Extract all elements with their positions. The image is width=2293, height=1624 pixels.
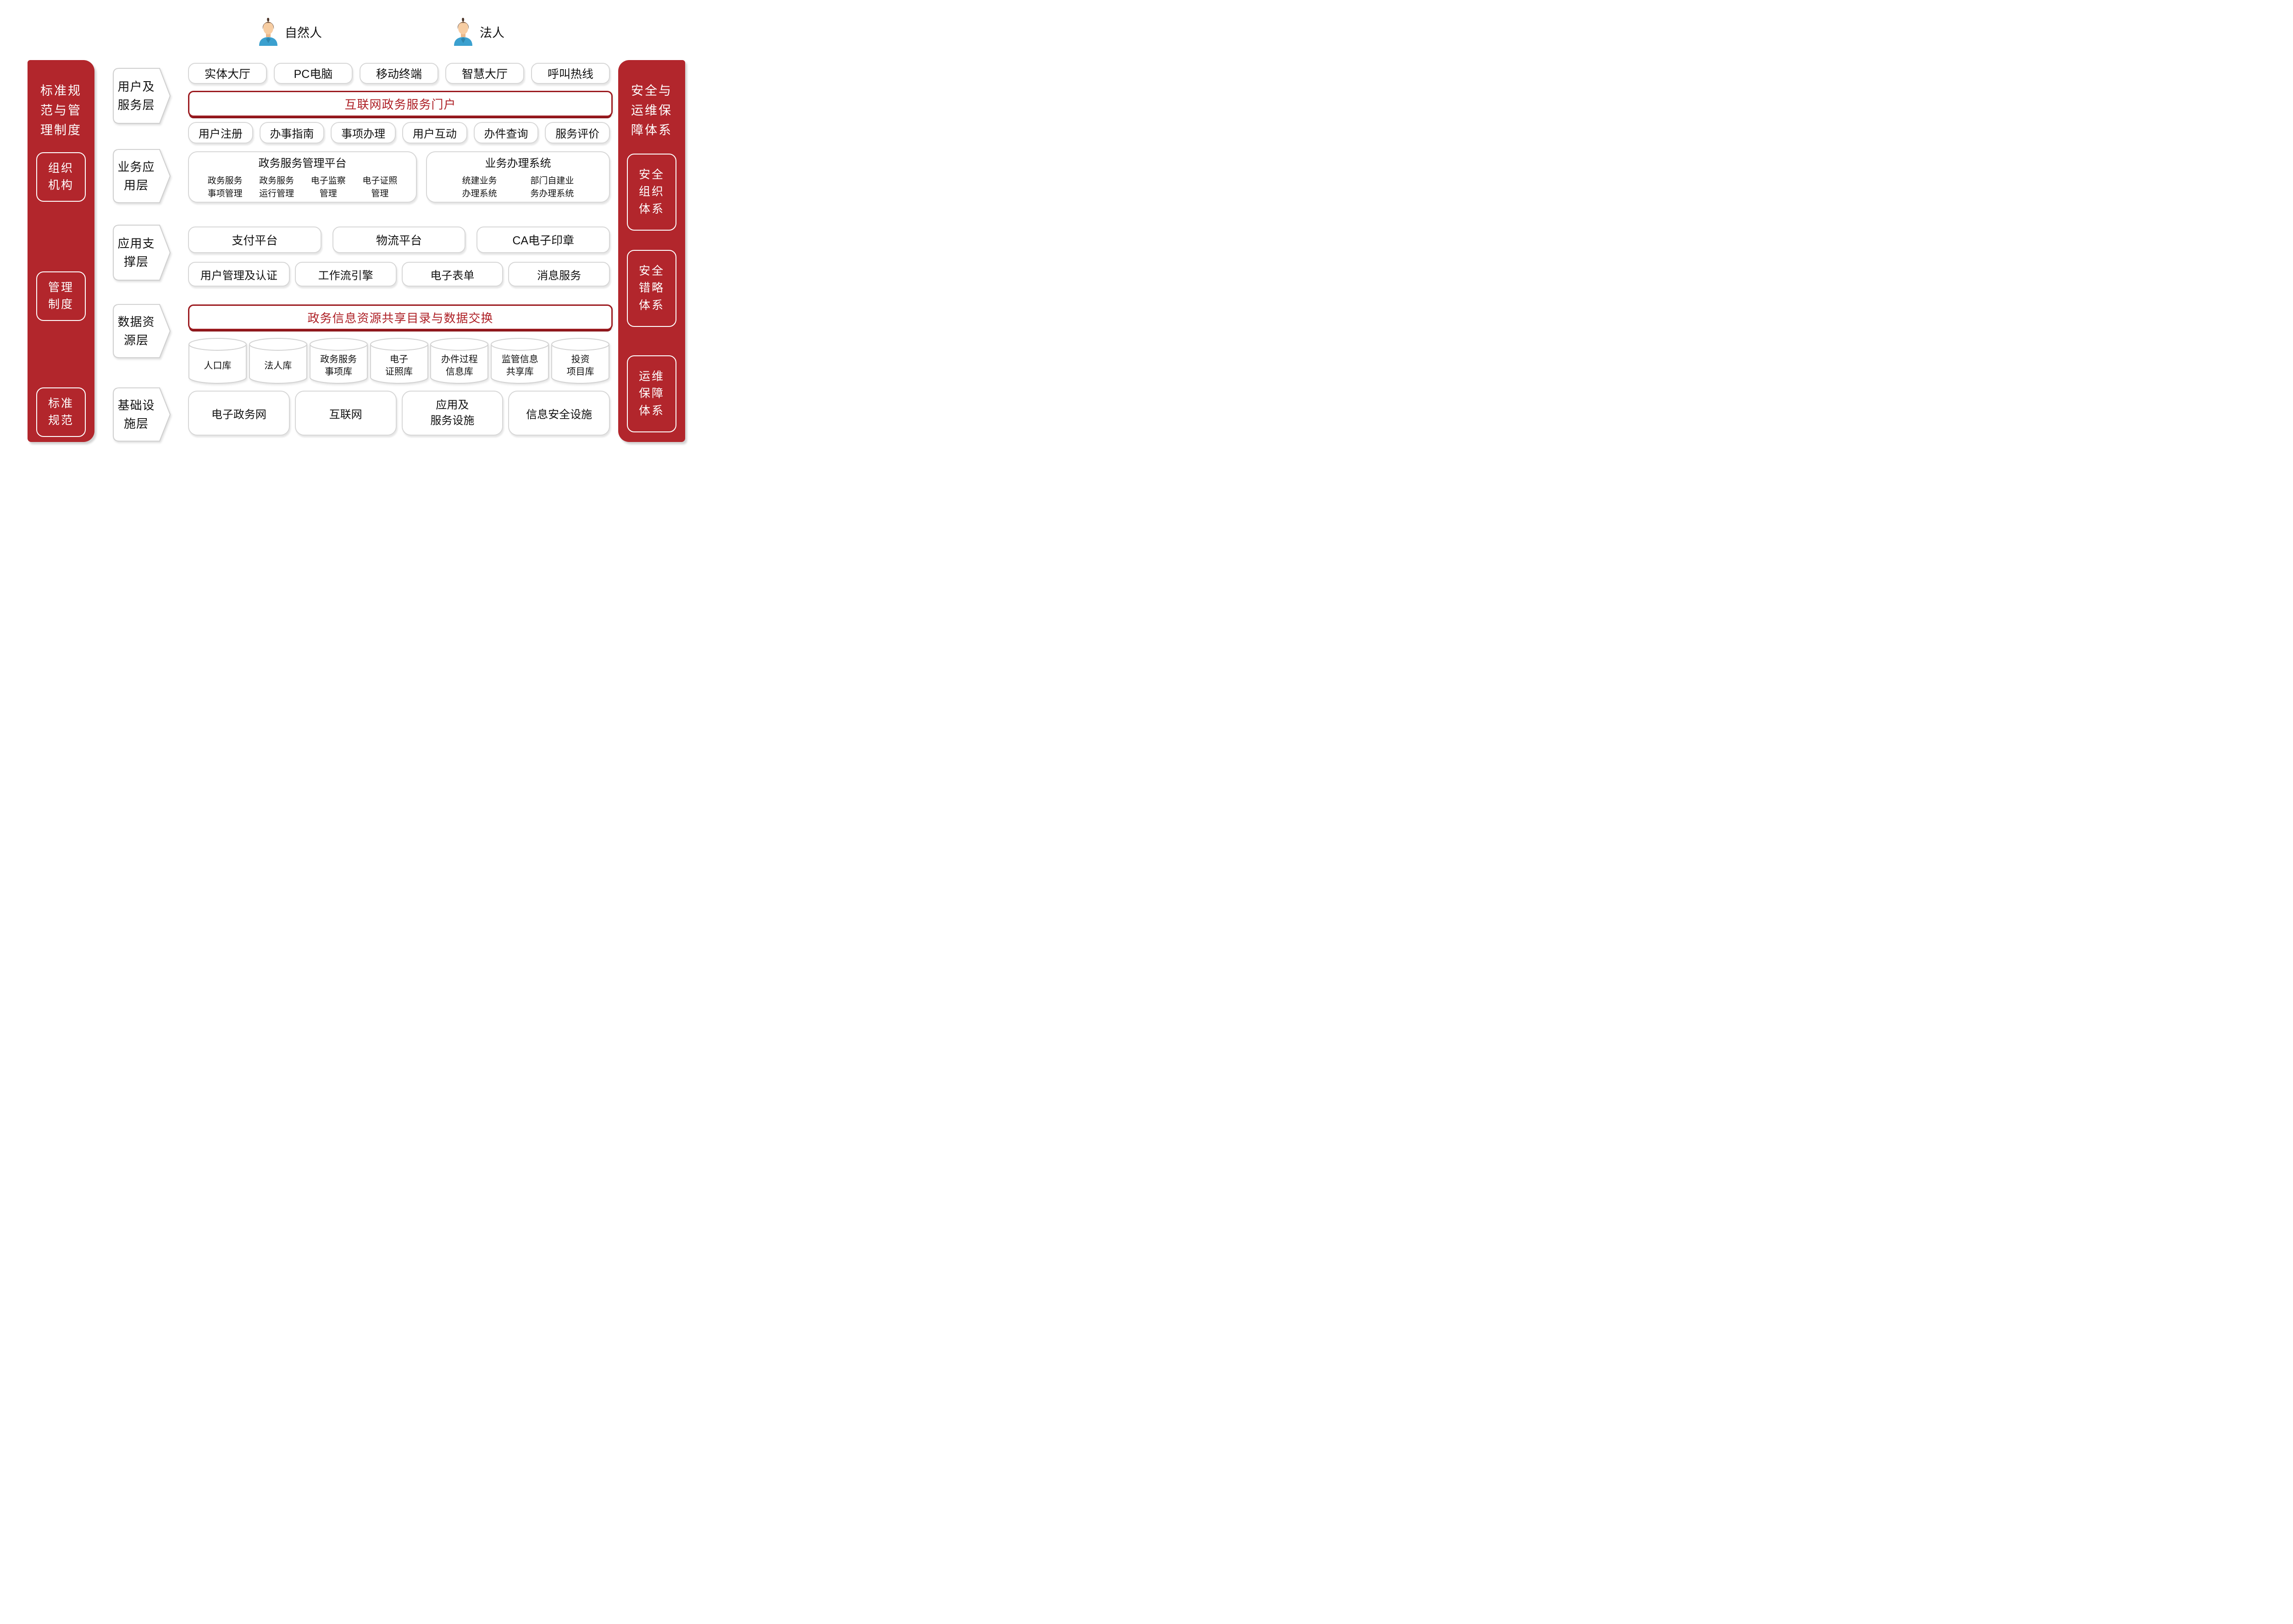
business-layer-row: 政务服务管理平台 政务服务 事项管理 政务服务 运行管理 电子监察 管理 电子证…	[188, 151, 610, 203]
callout-arrow-shape	[113, 304, 171, 358]
sidebar-item-security-strategy: 安全 错略 体系	[627, 250, 676, 327]
sidebar-item-standards: 标准 规范	[36, 387, 86, 437]
database-row: 人口库 法人库 政务服务 事项库 电子 证照库	[188, 337, 610, 384]
db-label: 人口库	[204, 360, 232, 371]
cylinder-shape	[188, 338, 247, 384]
function-service-guide: 办事指南	[259, 122, 325, 144]
db-label: 投资 项目库	[566, 354, 594, 377]
actor-label: 法人	[480, 26, 504, 40]
person-icon	[454, 18, 472, 46]
cylinder-shape	[430, 338, 489, 384]
db-service-matters: 政务服务 事项库	[309, 337, 368, 384]
platform-items: 政务服务 事项管理 政务服务 运行管理 电子监察 管理 电子证照 管理	[191, 175, 414, 200]
cylinder-shape	[249, 338, 307, 384]
db-e-license: 电子 证照库	[370, 337, 429, 384]
architecture-diagram: 自然人 法人 标准规 范与管 理制度 组织 机构 管理 制度 标准 规范 安全与…	[0, 0, 711, 483]
channel-physical-hall: 实体大厅	[188, 63, 267, 84]
portal-bar: 互联网政务服务门户	[188, 91, 613, 117]
db-label: 办件过程 信息库	[441, 354, 478, 377]
actor-legal-person: 法人	[453, 17, 504, 46]
right-sidebar-title: 安全与 运维保 障体系	[631, 84, 672, 138]
layer-label-text: 应用支 撑层	[117, 236, 155, 269]
channel-mobile: 移动终端	[360, 63, 438, 84]
channel-call-hotline: 呼叫热线	[531, 63, 610, 84]
system-items: 统建业务 办理系统 部门自建业 务办理系统	[429, 175, 607, 200]
cylinder-shape	[370, 338, 428, 384]
function-user-register: 用户注册	[188, 122, 253, 144]
sidebar-item-security-org: 安全 组织 体系	[627, 154, 676, 231]
db-legal-person: 法人库	[249, 337, 308, 384]
infra-internet: 互联网	[294, 391, 397, 436]
channel-row: 实体大厅 PC电脑 移动终端 智慧大厅 呼叫热线	[188, 63, 610, 84]
function-case-query: 办件查询	[473, 122, 539, 144]
channel-pc: PC电脑	[274, 63, 353, 84]
infrastructure-row: 电子政务网 互联网 应用及 服务设施 信息安全设施	[188, 391, 610, 436]
business-handling-system: 业务办理系统 统建业务 办理系统 部门自建业 务办理系统	[426, 151, 610, 203]
sidebar-item-organization: 组织 机构	[36, 152, 86, 202]
db-label: 法人库	[264, 360, 292, 371]
layer-label-business-app: 业务应 用层	[112, 149, 171, 203]
layer-label-user-service: 用户及 服务层	[112, 68, 171, 124]
support-payment-platform: 支付平台	[188, 226, 321, 253]
channel-smart-hall: 智慧大厅	[445, 63, 524, 84]
platform-item-service-operation: 政务服务 运行管理	[259, 176, 294, 199]
gov-service-management-platform: 政务服务管理平台 政务服务 事项管理 政务服务 运行管理 电子监察 管理 电子证…	[188, 151, 417, 203]
layer-label-text: 用户及 服务层	[117, 79, 155, 112]
actor-label: 自然人	[285, 26, 322, 40]
layer-label-infrastructure: 基础设 施层	[112, 387, 171, 442]
left-sidebar-title: 标准规 范与管 理制度	[40, 84, 82, 138]
actor-natural-person: 自然人	[258, 17, 322, 46]
support-workflow-engine: 工作流引擎	[294, 262, 397, 287]
callout-arrow-shape	[113, 68, 171, 124]
system-item-unified: 统建业务 办理系统	[462, 176, 497, 199]
system-item-department: 部门自建业 务办理系统	[530, 176, 574, 199]
layer-label-app-support: 应用支 撑层	[112, 225, 171, 281]
system-title: 业务办理系统	[485, 157, 551, 170]
callout-arrow-shape	[113, 149, 171, 203]
data-exchange-bar: 政务信息资源共享目录与数据交换	[188, 304, 613, 330]
db-investment-project: 投资 项目库	[551, 337, 610, 384]
right-sidebar-security-ops: 安全与 运维保 障体系 安全 组织 体系 安全 错略 体系 运维 保障 体系	[618, 60, 685, 442]
callout-arrow-shape	[113, 225, 171, 281]
layer-label-text: 基础设 施层	[117, 398, 155, 431]
support-row-1: 支付平台 物流平台 CA电子印章	[188, 226, 610, 253]
platform-item-e-license: 电子证照 管理	[362, 176, 398, 199]
cylinder-shape	[309, 338, 368, 384]
callout-arrow-shape	[113, 387, 171, 442]
platform-title: 政务服务管理平台	[258, 157, 347, 170]
function-service-evaluation: 服务评价	[545, 122, 610, 144]
layer-label-data-resource: 数据资 源层	[112, 304, 171, 358]
layer-label-text: 数据资 源层	[117, 315, 155, 347]
infra-e-gov-network: 电子政务网	[188, 391, 290, 436]
db-label: 政务服务 事项库	[320, 354, 357, 377]
cylinder-shape	[551, 338, 610, 384]
sidebar-item-ops-support: 运维 保障 体系	[627, 355, 676, 432]
infra-app-service-facilities: 应用及 服务设施	[401, 391, 504, 436]
person-icon	[259, 18, 277, 46]
function-item-handling: 事项办理	[331, 122, 396, 144]
support-e-form: 电子表单	[401, 262, 504, 287]
cylinder-shape	[491, 338, 549, 384]
support-message-service: 消息服务	[508, 262, 610, 287]
db-population: 人口库	[188, 337, 247, 384]
support-ca-e-seal: CA电子印章	[476, 226, 610, 253]
support-row-2: 用户管理及认证 工作流引擎 电子表单 消息服务	[188, 262, 610, 287]
db-case-process: 办件过程 信息库	[430, 337, 489, 384]
layer-label-text: 业务应 用层	[117, 160, 155, 192]
platform-item-e-supervision: 电子监察 管理	[310, 176, 346, 199]
db-label: 电子 证照库	[385, 354, 413, 377]
db-label: 监管信息 共享库	[501, 354, 538, 377]
function-row: 用户注册 办事指南 事项办理 用户互动 办件查询 服务评价	[188, 122, 610, 144]
left-sidebar-standards: 标准规 范与管 理制度 组织 机构 管理 制度 标准 规范	[28, 60, 94, 442]
support-user-management-auth: 用户管理及认证	[188, 262, 290, 287]
db-supervision-share: 监管信息 共享库	[490, 337, 549, 384]
sidebar-item-management-rules: 管理 制度	[36, 271, 86, 321]
function-user-interaction: 用户互动	[402, 122, 467, 144]
support-logistics-platform: 物流平台	[332, 226, 466, 253]
infra-info-security-facilities: 信息安全设施	[508, 391, 610, 436]
platform-item-service-matters: 政务服务 事项管理	[207, 176, 243, 199]
